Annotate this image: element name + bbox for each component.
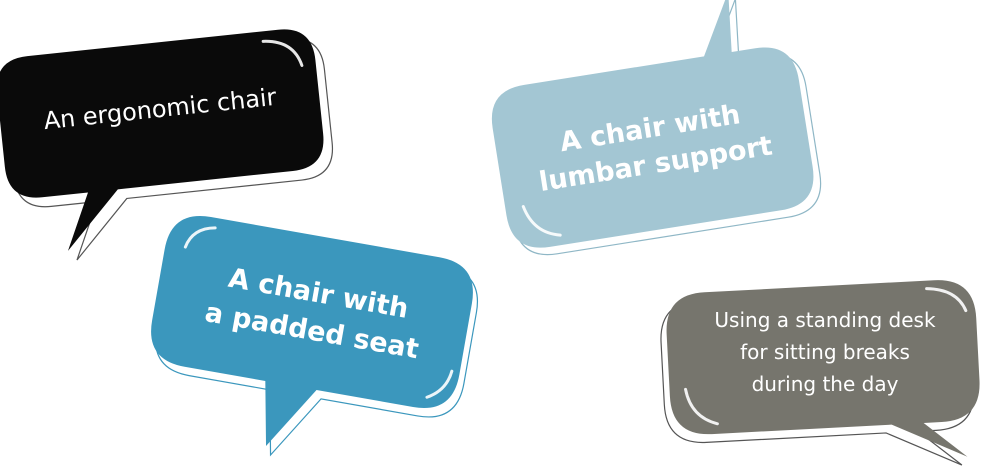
gray-bubble xyxy=(660,280,980,466)
bubble-line: Using a standing desk xyxy=(714,308,936,332)
bubble-line: for sitting breaks xyxy=(740,340,910,364)
bubble-line: An ergonomic chair xyxy=(42,82,278,136)
gray-bubble-text: Using a standing desk for sitting breaks… xyxy=(680,292,970,412)
light-blue-bubble xyxy=(491,0,822,256)
bubble-line: during the day xyxy=(751,372,899,396)
blue-bubble xyxy=(151,216,478,457)
black-bubble xyxy=(0,29,334,261)
